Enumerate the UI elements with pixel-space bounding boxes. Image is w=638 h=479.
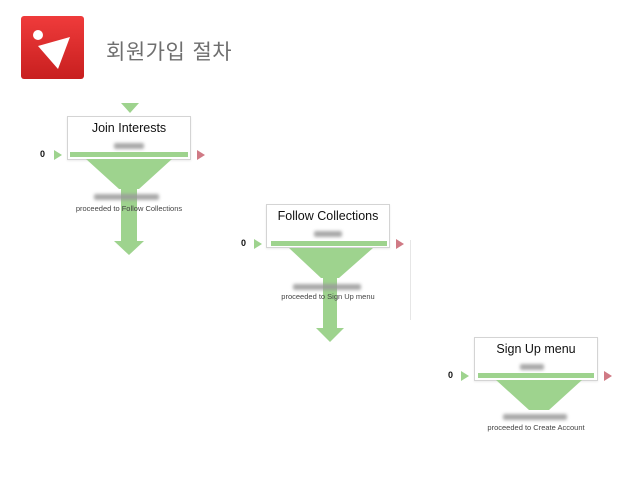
step-card[interactable]: Follow Collections — [266, 204, 390, 248]
divider — [410, 240, 411, 320]
redacted-value — [314, 231, 342, 237]
funnel-shape — [86, 159, 172, 255]
entry-count: 0 — [40, 149, 46, 159]
page-title: 회원가입 절차 — [106, 40, 233, 64]
entry-arrow-icon — [121, 103, 139, 113]
redacted-value — [520, 364, 544, 370]
step-title: Follow Collections — [277, 209, 379, 223]
entry-bar — [70, 152, 188, 157]
redacted-value — [293, 284, 361, 290]
entry-bar — [478, 373, 594, 378]
entry-count: 0 — [241, 238, 247, 248]
exit-arrow-icon — [396, 239, 404, 249]
entry-arrow-icon — [461, 371, 469, 381]
proceed-label: proceeded to Sign Up menu — [281, 292, 375, 301]
exit-arrow-icon — [604, 371, 612, 381]
location-arrow-icon — [33, 30, 70, 69]
funnel-shape — [496, 380, 582, 410]
entry-arrow-icon — [254, 239, 262, 249]
proceed-label: proceeded to Follow Collections — [75, 204, 183, 213]
funnel-shape — [289, 248, 373, 342]
redacted-value — [94, 194, 159, 200]
redacted-value — [503, 414, 567, 420]
entry-bar — [271, 241, 387, 246]
step-title: Sign Up menu — [496, 342, 576, 356]
redacted-value — [114, 143, 144, 149]
entry-arrow-icon — [54, 150, 62, 160]
entry-count: 0 — [448, 370, 454, 380]
proceed-label: proceeded to Create Account — [487, 423, 585, 432]
exit-arrow-icon — [197, 150, 205, 160]
app-logo — [21, 16, 84, 79]
step-title: Join Interests — [91, 121, 167, 135]
